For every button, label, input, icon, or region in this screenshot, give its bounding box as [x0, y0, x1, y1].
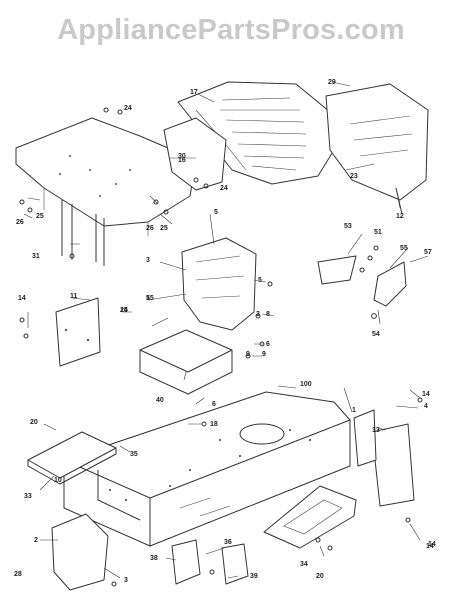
callout-3: 3	[146, 257, 150, 264]
body-cover-part	[15, 117, 197, 248]
callout-6: 6	[212, 401, 216, 408]
callout-24: 24	[220, 185, 228, 192]
callout-30: 30	[178, 153, 186, 160]
callout-16: 16	[178, 157, 186, 164]
callout-14: 14	[120, 307, 128, 314]
dash-panel-part	[181, 237, 257, 331]
side-panel-part	[163, 117, 227, 191]
callout-51: 51	[374, 229, 382, 236]
callout-20: 20	[316, 573, 324, 580]
callout-24: 24	[124, 105, 132, 112]
callout-14: 14	[428, 541, 436, 548]
callout-5: 5	[146, 295, 150, 302]
callout-13: 13	[372, 427, 380, 434]
callout-1: 1	[352, 407, 356, 414]
lower-panel-part	[51, 513, 109, 591]
callout-4: 4	[424, 403, 428, 410]
main-frame-part	[63, 391, 351, 547]
callout-38: 38	[150, 555, 158, 562]
callout-29: 29	[328, 79, 336, 86]
callout-3: 3	[256, 311, 260, 318]
callout-12: 12	[396, 213, 404, 220]
left-footrest-part	[27, 431, 117, 485]
callout-53: 53	[344, 223, 352, 230]
rear-brackets-part	[171, 539, 249, 585]
right-side-bracket-part	[353, 409, 377, 467]
callout-25: 25	[120, 307, 128, 314]
watermark-logo: AppliancePartsPros.com	[57, 14, 405, 46]
callout-25: 25	[160, 225, 168, 232]
callout-5: 5	[258, 277, 262, 284]
callout-8: 8	[266, 311, 270, 318]
callout-14: 14	[422, 391, 430, 398]
callout-5: 5	[214, 209, 218, 216]
callout-54: 54	[372, 331, 380, 338]
grille-part	[325, 83, 429, 215]
callout-39: 39	[250, 573, 258, 580]
callout-15: 15	[146, 295, 154, 302]
callout-31: 31	[32, 253, 40, 260]
callout-100: 100	[300, 381, 312, 388]
callout-9: 9	[246, 351, 250, 358]
callout-11: 11	[70, 293, 78, 300]
callout-23: 23	[350, 173, 358, 180]
callout-2: 2	[34, 537, 38, 544]
callout-34: 34	[300, 561, 308, 568]
callout-28: 28	[14, 571, 22, 578]
callout-25: 25	[36, 213, 44, 220]
callout-3: 3	[124, 577, 128, 584]
fasteners	[19, 107, 423, 587]
leader-lines	[23, 81, 429, 579]
callout-33: 33	[24, 493, 32, 500]
support-posts	[61, 200, 105, 266]
callout-9: 9	[262, 351, 266, 358]
front-bracket-part	[371, 423, 415, 507]
callout-26: 26	[146, 225, 154, 232]
callout-17: 17	[190, 89, 198, 96]
callout-26: 26	[16, 219, 24, 226]
callout-35: 35	[130, 451, 138, 458]
callout-40: 40	[156, 397, 164, 404]
right-footrest-part	[263, 485, 357, 549]
callout-10: 10	[54, 477, 62, 484]
callout-36: 36	[224, 539, 232, 546]
callout-14: 14	[426, 543, 434, 550]
callout-20: 20	[30, 419, 38, 426]
callout-55: 55	[400, 245, 408, 252]
callout-6: 6	[266, 341, 270, 348]
callout-57: 57	[424, 249, 432, 256]
callout-18: 18	[210, 421, 218, 428]
mounting-plate-part	[139, 329, 233, 395]
left-bracket-part	[55, 297, 101, 367]
linkage-part	[317, 255, 407, 307]
callout-14: 14	[18, 295, 26, 302]
